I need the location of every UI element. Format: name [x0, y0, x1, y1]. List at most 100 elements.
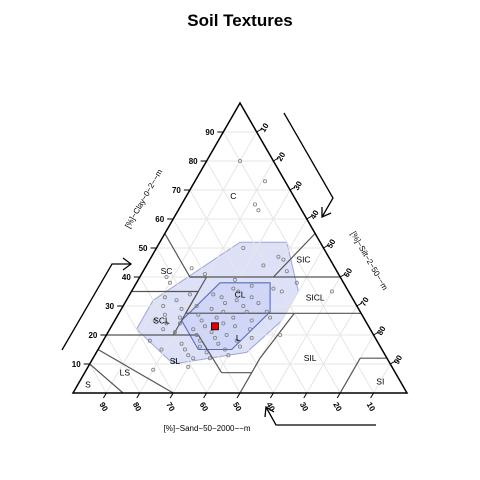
class-label-sic: SIC [296, 255, 310, 265]
sample-point [224, 332, 229, 337]
sand-tick [169, 392, 174, 399]
class-label-sil: SIL [304, 353, 317, 363]
sample-point [226, 353, 231, 358]
sample-point [179, 306, 184, 311]
silt-tick-label: 90 [392, 353, 405, 366]
sample-point [189, 266, 194, 271]
sample-point [202, 272, 207, 277]
clay-tick-label: 80 [189, 157, 198, 166]
clay-tick-label: 70 [172, 186, 181, 195]
sand-tick-label: 50 [231, 401, 244, 414]
sand-arrowhead [264, 405, 275, 418]
sample-point [199, 318, 204, 323]
sample-point [216, 341, 221, 346]
clay-tick-label: 40 [122, 273, 131, 282]
boundary-line [339, 357, 361, 394]
sample-point [196, 312, 201, 317]
sand-tick [136, 392, 141, 399]
clay-tick-label: 20 [88, 331, 97, 340]
sand-arrow [265, 406, 376, 426]
class-label-si: SI [376, 376, 384, 386]
class-label-l: L [236, 333, 241, 343]
sample-point [234, 338, 239, 343]
sample-point [172, 359, 177, 364]
sample-point [329, 289, 334, 294]
silt-tick-label: 40 [309, 208, 322, 221]
sample-point [194, 332, 199, 337]
sample-point [207, 356, 212, 361]
sample-point [222, 301, 227, 306]
sample-point [241, 303, 246, 308]
silt-tick-label: 20 [275, 150, 288, 163]
silt-tick [289, 186, 296, 191]
sample-point [209, 330, 214, 335]
grid-line-sand [122, 305, 174, 394]
class-label-cl: CL [235, 289, 246, 299]
sample-point [197, 344, 202, 349]
sand-tick-label: 90 [97, 401, 110, 414]
sand-tick-label: 20 [331, 401, 344, 414]
sample-point [161, 327, 166, 332]
silt-axis-title: [%]−Silt−2−50−−m [349, 230, 390, 292]
sample-point [164, 321, 169, 326]
direction-arrows [61, 112, 376, 426]
sample-point [219, 295, 224, 300]
sample-point [249, 295, 254, 300]
sand-tick-label: 30 [298, 401, 311, 414]
sample-point [249, 283, 254, 288]
sample-point [186, 353, 191, 358]
class-label-sicl: SICL [306, 292, 325, 302]
clay-tick-label: 60 [155, 215, 164, 224]
sand-tick [102, 392, 107, 399]
texture-boundaries [89, 233, 387, 394]
sample-point [241, 245, 246, 250]
sample-point [244, 309, 249, 314]
sand-tick-label: 80 [131, 401, 144, 414]
sample-point [162, 312, 167, 317]
silt-tick-label: 50 [325, 237, 338, 250]
sand-axis-title: [%]−Sand−50−2000−−m [164, 424, 251, 433]
sample-point [152, 318, 157, 323]
sample-point [234, 298, 239, 303]
silt-arrowhead [321, 207, 332, 219]
sample-point [172, 330, 177, 335]
clay-arrowhead [122, 257, 133, 271]
boundary-line [97, 348, 174, 394]
boundary-line [239, 372, 253, 394]
class-label-s: S [85, 379, 91, 389]
sample-point [281, 257, 286, 262]
silt-tick-label: 70 [359, 295, 372, 308]
sample-point [187, 292, 192, 297]
sample-point [151, 367, 156, 372]
clay-tick-label: 10 [72, 360, 81, 369]
sample-point [268, 315, 273, 320]
sample-point [221, 321, 226, 326]
sample-point [159, 347, 164, 352]
grid-line-silt [272, 276, 341, 394]
sand-tick [236, 392, 241, 399]
class-label-c: C [230, 191, 236, 201]
sand-tick [303, 392, 308, 399]
sample-points [147, 158, 334, 372]
sample-point [262, 179, 267, 184]
sample-point [237, 344, 242, 349]
sand-tick [203, 392, 208, 399]
silt-tick-label: 30 [292, 179, 305, 192]
silt-tick [390, 360, 396, 365]
class-label-sc: SC [161, 266, 173, 276]
boundary-line [164, 233, 316, 278]
sample-point [231, 315, 236, 320]
silt-tick [356, 302, 363, 307]
grid-line-sand [89, 363, 107, 394]
sand-tick [336, 392, 341, 399]
silt-tick-label: 10 [258, 121, 271, 134]
sample-point [249, 335, 254, 340]
sample-point [264, 309, 269, 314]
grid-line-sand [222, 131, 375, 394]
sample-point [279, 289, 284, 294]
sample-point [276, 254, 281, 259]
chart-title: Soil Textures [187, 11, 293, 30]
sample-point [191, 327, 196, 332]
sample-point [164, 274, 169, 279]
